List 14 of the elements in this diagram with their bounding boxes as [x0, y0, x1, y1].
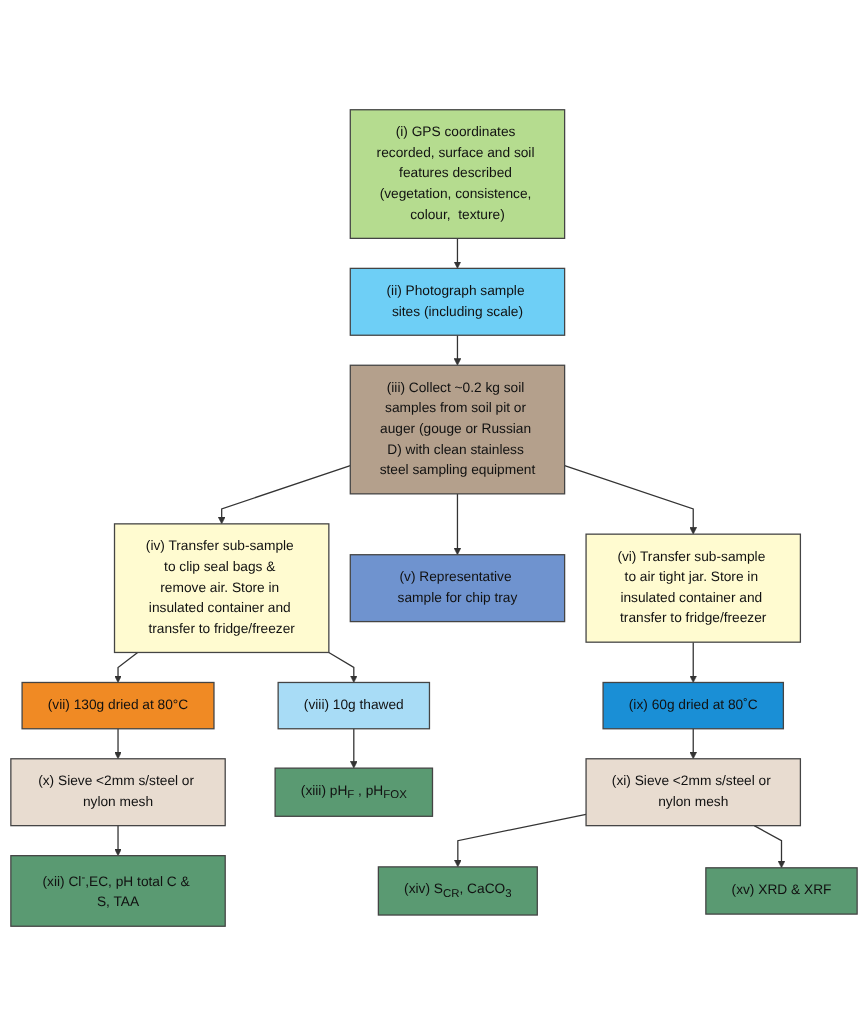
- arrow: [453, 237, 462, 269]
- arrow: [114, 651, 139, 683]
- arrow: [350, 728, 358, 769]
- arrow: [564, 464, 697, 535]
- arrow: [454, 813, 587, 868]
- arrow: [689, 641, 697, 683]
- arrow: [217, 464, 351, 525]
- arrow: [114, 728, 122, 760]
- arrow: [689, 728, 697, 760]
- arrow: [753, 825, 786, 869]
- arrow: [453, 334, 462, 366]
- arrow: [328, 651, 358, 683]
- arrow: [453, 493, 462, 556]
- arrow: [114, 825, 122, 856]
